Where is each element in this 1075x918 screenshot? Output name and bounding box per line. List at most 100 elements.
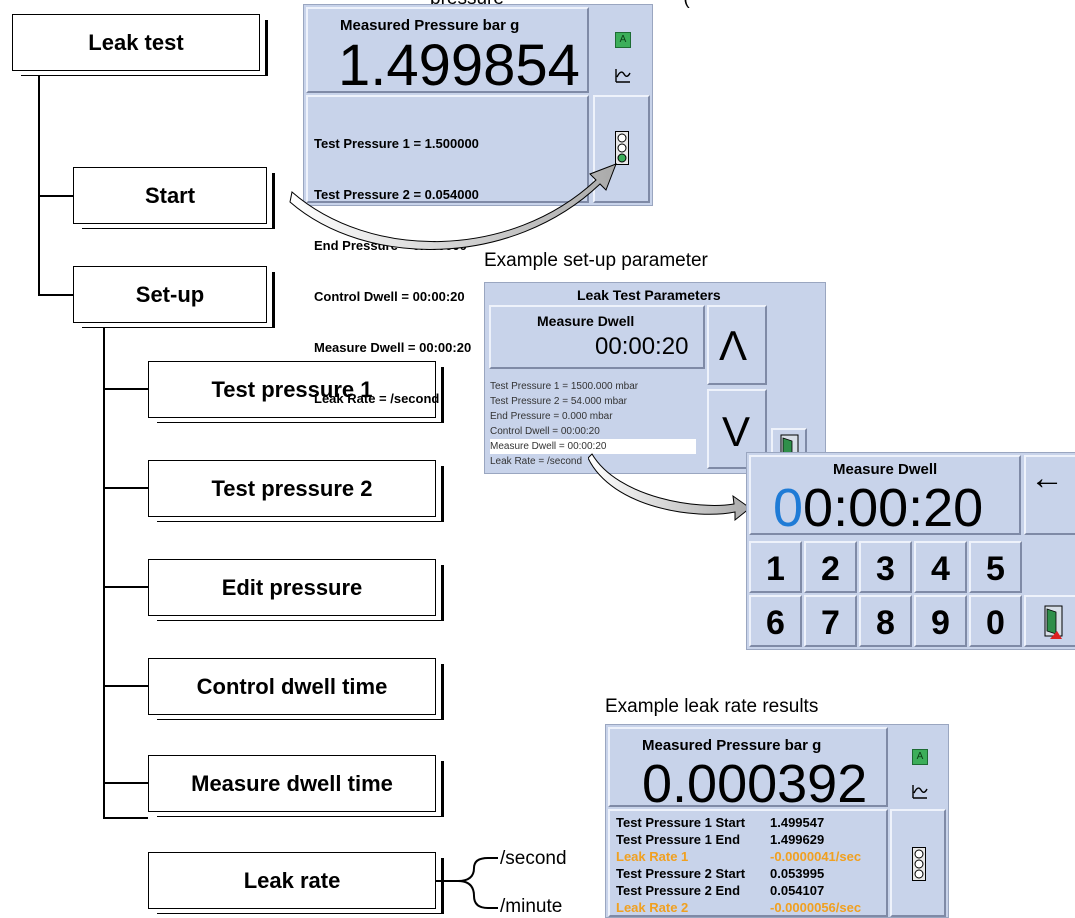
tree-node-edit-pressure-label: Edit pressure — [221, 574, 363, 600]
results-row-highlight-value: -0.0000041/sec — [770, 849, 862, 864]
setup-param-line: Test Pressure 1 = 1500.000 mbar — [490, 381, 639, 392]
traffic-light-icon — [912, 847, 926, 881]
results-screen: Measured Pressure bar g 0.000392 A Test … — [605, 724, 949, 918]
results-row: Test Pressure 2 Start — [616, 866, 746, 881]
tree-node-leak-rate-label: Leak rate — [243, 867, 341, 893]
results-row: Test Pressure 1 End — [616, 832, 741, 847]
tree-node-test-pressure-2: Test pressure 2 — [148, 460, 444, 522]
setup-params-list: Test Pressure 1 = 1500.000 mbar Test Pre… — [490, 379, 696, 469]
setup-to-keypad-arrow — [588, 453, 751, 522]
tree-node-setup-label: Set-up — [135, 281, 205, 307]
results-mode-a-icon: A — [912, 749, 928, 765]
setup-example-caption: Example set-up parameter — [484, 250, 708, 271]
key-label: 3 — [876, 550, 895, 588]
key-7[interactable]: 7 — [804, 595, 857, 647]
key-5[interactable]: 5 — [969, 541, 1022, 593]
tree-node-control-dwell-time: Control dwell time — [148, 658, 444, 720]
start-pressure-value: 1.499854 — [338, 33, 580, 98]
tree-node-test-pressure-1-label: Test pressure 1 — [211, 376, 373, 402]
setup-param-line: End Pressure = 0.000 mbar — [490, 411, 613, 422]
results-row: Test Pressure 1 Start — [616, 815, 746, 830]
keypad-field-value: 00:00:20 — [773, 481, 983, 535]
setup-param-line: Control Dwell = 00:00:20 — [490, 426, 600, 437]
tree-branch-item-5 — [103, 782, 148, 784]
key-6[interactable]: 6 — [749, 595, 802, 647]
traffic-light-icon — [615, 131, 629, 165]
tree-branch-start — [38, 195, 73, 197]
tree-branch-item-2 — [103, 487, 148, 489]
leak-rate-options-brace — [436, 857, 498, 909]
key-8[interactable]: 8 — [859, 595, 912, 647]
start-param-line: Test Pressure 2 = 0.054000 — [314, 187, 479, 202]
tree-node-start: Start — [73, 167, 275, 229]
key-label: 8 — [876, 604, 895, 642]
start-param-line: Test Pressure 1 = 1.500000 — [314, 136, 479, 151]
start-mode-a-icon: A — [615, 32, 631, 48]
results-row-highlight: Leak Rate 2 — [616, 900, 689, 915]
back-arrow-icon: ← — [1030, 459, 1064, 497]
key-1[interactable]: 1 — [749, 541, 802, 593]
tree-branch-item-6 — [103, 817, 148, 819]
keypad-back-button[interactable]: ← — [1024, 455, 1075, 535]
tree-node-leak-rate: Leak rate — [148, 852, 444, 914]
key-3[interactable]: 3 — [859, 541, 912, 593]
setup-param-line: Leak Rate = /second — [490, 456, 583, 467]
key-0[interactable]: 0 — [969, 595, 1022, 647]
results-row: Test Pressure 2 End — [616, 883, 741, 898]
setup-up-icon: Λ — [719, 322, 748, 369]
tree-node-control-dwell-time-label: Control dwell time — [196, 673, 388, 699]
key-label: 5 — [986, 550, 1005, 588]
results-row-value: 0.054107 — [770, 883, 825, 898]
results-row-value: 1.499547 — [770, 815, 825, 830]
keypad-value-rest: 0:00:20 — [803, 478, 984, 538]
tree-branch-item-1 — [103, 388, 148, 390]
setup-field-label: Measure Dwell — [537, 313, 635, 329]
tree-setup-trunk — [103, 318, 105, 818]
results-row-highlight-value: -0.0000056/sec — [770, 900, 862, 915]
key-label: 7 — [821, 604, 840, 642]
start-pressure-label: Measured Pressure bar g — [340, 17, 520, 34]
key-2[interactable]: 2 — [804, 541, 857, 593]
keypad-field-label: Measure Dwell — [833, 461, 938, 478]
tree-node-test-pressure-1: Test pressure 1 — [148, 361, 444, 423]
results-row-value: 0.053995 — [770, 866, 825, 881]
tree-node-measure-dwell-time-label: Measure dwell time — [191, 770, 393, 796]
key-label: 2 — [821, 550, 840, 588]
setup-field-value: 00:00:20 — [595, 333, 689, 360]
results-traffic-light-button[interactable] — [890, 809, 946, 917]
setup-param-line: Test Pressure 2 = 54.000 mbar — [490, 396, 628, 407]
setup-field-panel[interactable]: Measure Dwell 00:00:20 — [489, 305, 705, 369]
setup-down-icon: V — [722, 408, 751, 455]
tree-node-start-label: Start — [144, 182, 196, 208]
start-to-screen-arrow — [289, 163, 617, 250]
key-9[interactable]: 9 — [914, 595, 967, 647]
results-pressure-label: Measured Pressure bar g — [642, 737, 822, 754]
results-row-value: 1.499629 — [770, 832, 825, 847]
keypad-exit-button[interactable] — [1024, 595, 1075, 647]
start-param-line: Leak Rate = /second — [314, 391, 440, 406]
tree-node-edit-pressure: Edit pressure — [148, 559, 444, 621]
tree-trunk — [38, 71, 40, 295]
leak-rate-option-minute: /minute — [500, 896, 563, 917]
key-label: 0 — [986, 604, 1005, 642]
setup-up-button[interactable]: Λ — [707, 305, 767, 385]
key-label: 9 — [931, 604, 950, 642]
keypad-screen: Measure Dwell 00:00:20 ← 1 2 3 4 5 6 7 8… — [746, 452, 1075, 650]
start-graph-icon — [615, 69, 631, 83]
setup-param-line-selected[interactable]: Measure Dwell = 00:00:20 — [490, 439, 696, 454]
key-label: 6 — [766, 604, 785, 642]
key-4[interactable]: 4 — [914, 541, 967, 593]
key-label: 4 — [931, 550, 950, 588]
tree-node-leak-test-label: Leak test — [88, 29, 184, 55]
exit-door-icon — [1044, 605, 1063, 639]
key-label: 1 — [766, 550, 785, 588]
start-param-line: Measure Dwell = 00:00:20 — [314, 340, 472, 355]
tree-node-setup: Set-up — [73, 266, 275, 328]
setup-header: Leak Test Parameters — [577, 287, 721, 303]
tree-branch-item-4 — [103, 685, 148, 687]
tree-node-measure-dwell-time: Measure dwell time — [148, 755, 444, 817]
start-pressure-panel: Measured Pressure bar g 1.499854 — [306, 7, 589, 98]
results-rows-panel: Test Pressure 1 Start 1.499547 Test Pres… — [608, 809, 888, 917]
results-row-highlight: Leak Rate 1 — [616, 849, 689, 864]
tree-branch-item-3 — [103, 586, 148, 588]
